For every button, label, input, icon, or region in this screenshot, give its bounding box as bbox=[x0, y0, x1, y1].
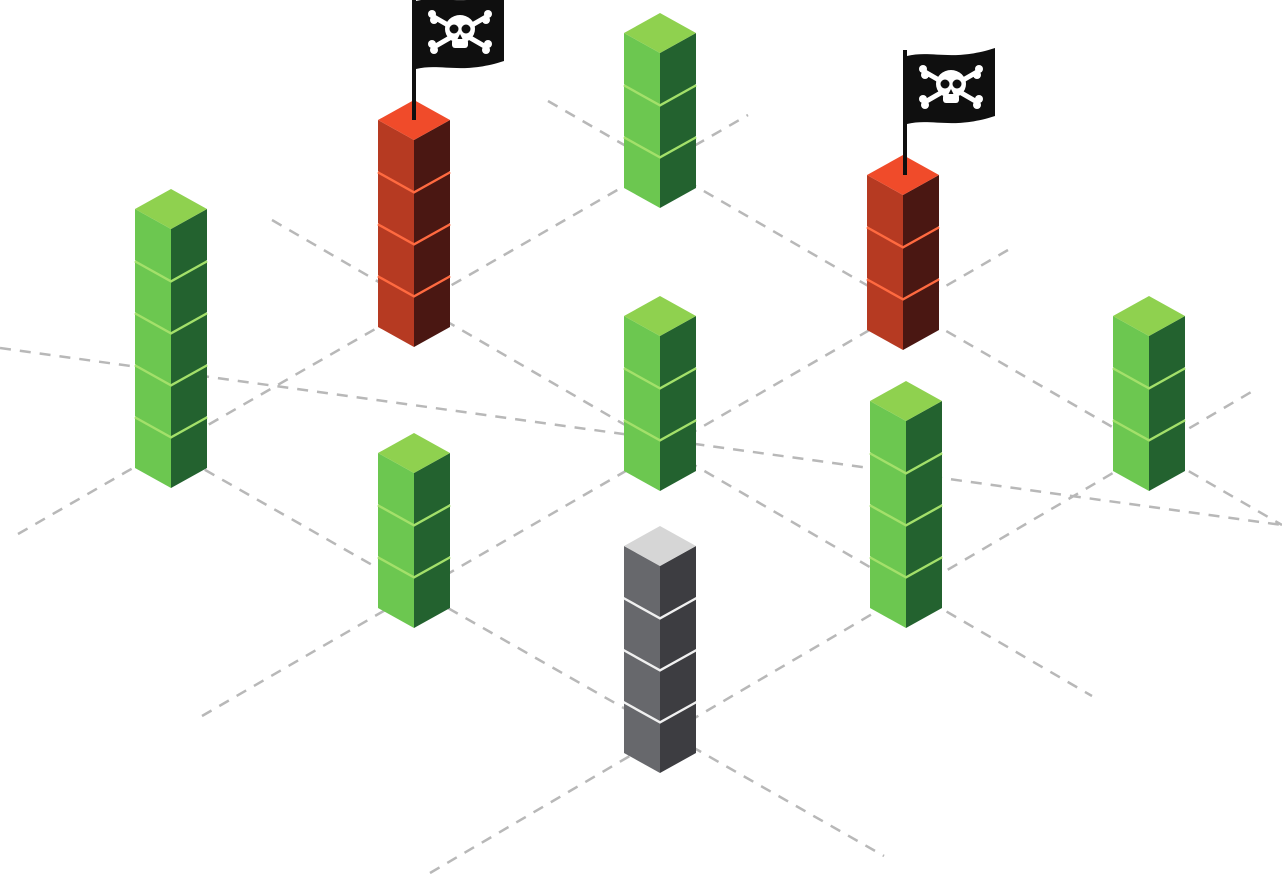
cube bbox=[869, 537, 943, 628]
grid-line bbox=[169, 448, 885, 858]
cube bbox=[135, 189, 207, 280]
skull-and-crossbones-icon bbox=[428, 10, 492, 54]
stack-center bbox=[623, 296, 697, 491]
stack-right-outer bbox=[1112, 296, 1186, 491]
stack-left-outer bbox=[134, 189, 208, 488]
cube-stacks bbox=[134, 0, 1186, 773]
grid-line bbox=[201, 248, 1009, 718]
stack-back-right bbox=[866, 48, 995, 350]
cube bbox=[624, 13, 696, 104]
pirate-flag-left bbox=[412, 0, 504, 120]
grid-line bbox=[271, 218, 1093, 698]
cube bbox=[1113, 296, 1185, 387]
cube bbox=[624, 296, 696, 387]
stack-front-left bbox=[377, 433, 451, 628]
skull-and-crossbones-icon bbox=[919, 65, 983, 109]
cube bbox=[378, 433, 450, 524]
flag-pole bbox=[903, 50, 907, 175]
cube bbox=[624, 526, 696, 617]
stack-front-right bbox=[869, 381, 943, 628]
flag-pole bbox=[412, 0, 416, 120]
stack-back-center bbox=[623, 13, 697, 208]
stack-back-left bbox=[377, 0, 504, 347]
stack-front-center bbox=[623, 526, 697, 773]
pirate-flag-right bbox=[903, 48, 995, 175]
cube bbox=[870, 381, 942, 472]
